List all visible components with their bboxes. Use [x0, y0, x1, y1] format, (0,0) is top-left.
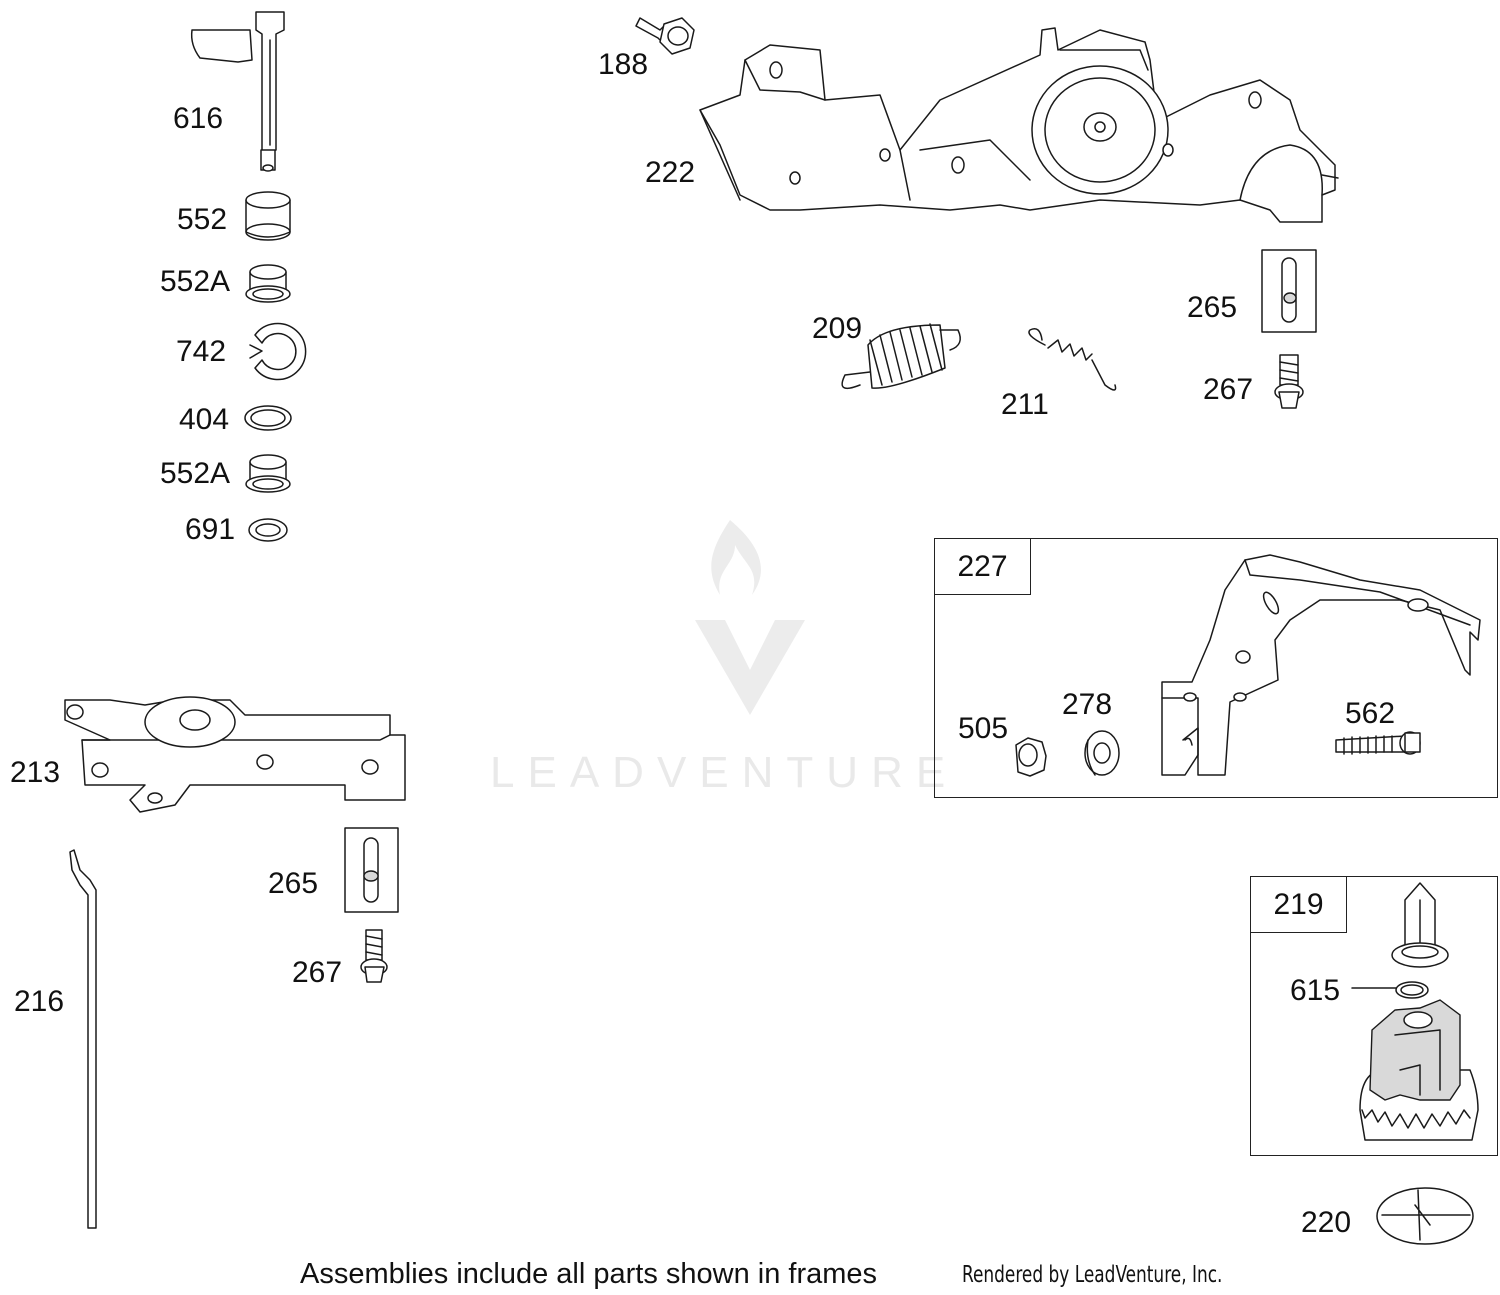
callout-505: 505: [958, 712, 1009, 745]
footer-assemblies-note: Assemblies include all parts shown in fr…: [300, 1258, 878, 1290]
callout-278: 278: [1062, 688, 1113, 721]
leadventure-watermark-logo: [695, 520, 805, 715]
callout-615: 615: [1290, 974, 1341, 1007]
control-bracket-222: [699, 27, 1339, 223]
callout-222: 222: [645, 156, 696, 189]
nut-505: [1015, 737, 1047, 777]
callout-552: 552: [177, 203, 228, 236]
callout-562: 562: [1345, 697, 1396, 730]
governor-shaft-616: [190, 11, 285, 172]
callout-220: 220: [1301, 1206, 1352, 1239]
clip-265-bottom: [344, 827, 399, 913]
spring-209: [841, 323, 961, 390]
e-clip-742: [249, 322, 307, 381]
callout-188: 188: [598, 48, 649, 81]
clip-265-top: [1261, 249, 1317, 333]
bushing-552: [245, 191, 291, 241]
gear-assembly-219: [1359, 999, 1479, 1141]
spring-211: [1028, 328, 1117, 391]
seal-691: [248, 518, 288, 542]
pin-219: [1391, 882, 1449, 968]
footer-credit: Rendered by LeadVenture, Inc.: [962, 1262, 1223, 1288]
governor-rod-216: [69, 849, 97, 1229]
callout-404: 404: [179, 403, 230, 436]
bushing-552a-bottom: [245, 454, 291, 493]
callout-265-top: 265: [1187, 291, 1238, 324]
callout-211: 211: [1001, 388, 1049, 421]
disc-220: [1376, 1187, 1474, 1245]
assembly-frame-227: 227: [934, 538, 1498, 798]
throttle-bracket-227: [1161, 554, 1481, 776]
o-ring-615: [1351, 981, 1429, 999]
governor-lever-213: [64, 696, 406, 813]
callout-552a-top: 552A: [160, 265, 231, 298]
callout-552a-bottom: 552A: [160, 457, 231, 490]
callout-213: 213: [10, 756, 61, 789]
bushing-552a-top: [245, 264, 291, 303]
callout-267-bottom: 267: [292, 956, 343, 989]
washer-278: [1084, 730, 1120, 776]
callout-616: 616: [173, 102, 224, 135]
callout-265-bottom: 265: [268, 867, 319, 900]
screw-267-bottom: [360, 929, 388, 983]
washer-404: [244, 405, 292, 431]
assembly-tag-219: 219: [1251, 877, 1347, 933]
screw-267-top: [1274, 354, 1304, 409]
callout-691: 691: [185, 513, 236, 546]
assembly-tag-227: 227: [935, 539, 1031, 595]
callout-267-top: 267: [1203, 373, 1254, 406]
bolt-188: [635, 17, 695, 55]
callout-209: 209: [812, 312, 863, 345]
callout-742: 742: [176, 335, 227, 368]
callout-216: 216: [14, 985, 65, 1018]
assembly-frame-219: 219: [1250, 876, 1498, 1156]
watermark-text: LEADVENTURE: [490, 748, 959, 797]
screw-562: [1335, 731, 1421, 755]
